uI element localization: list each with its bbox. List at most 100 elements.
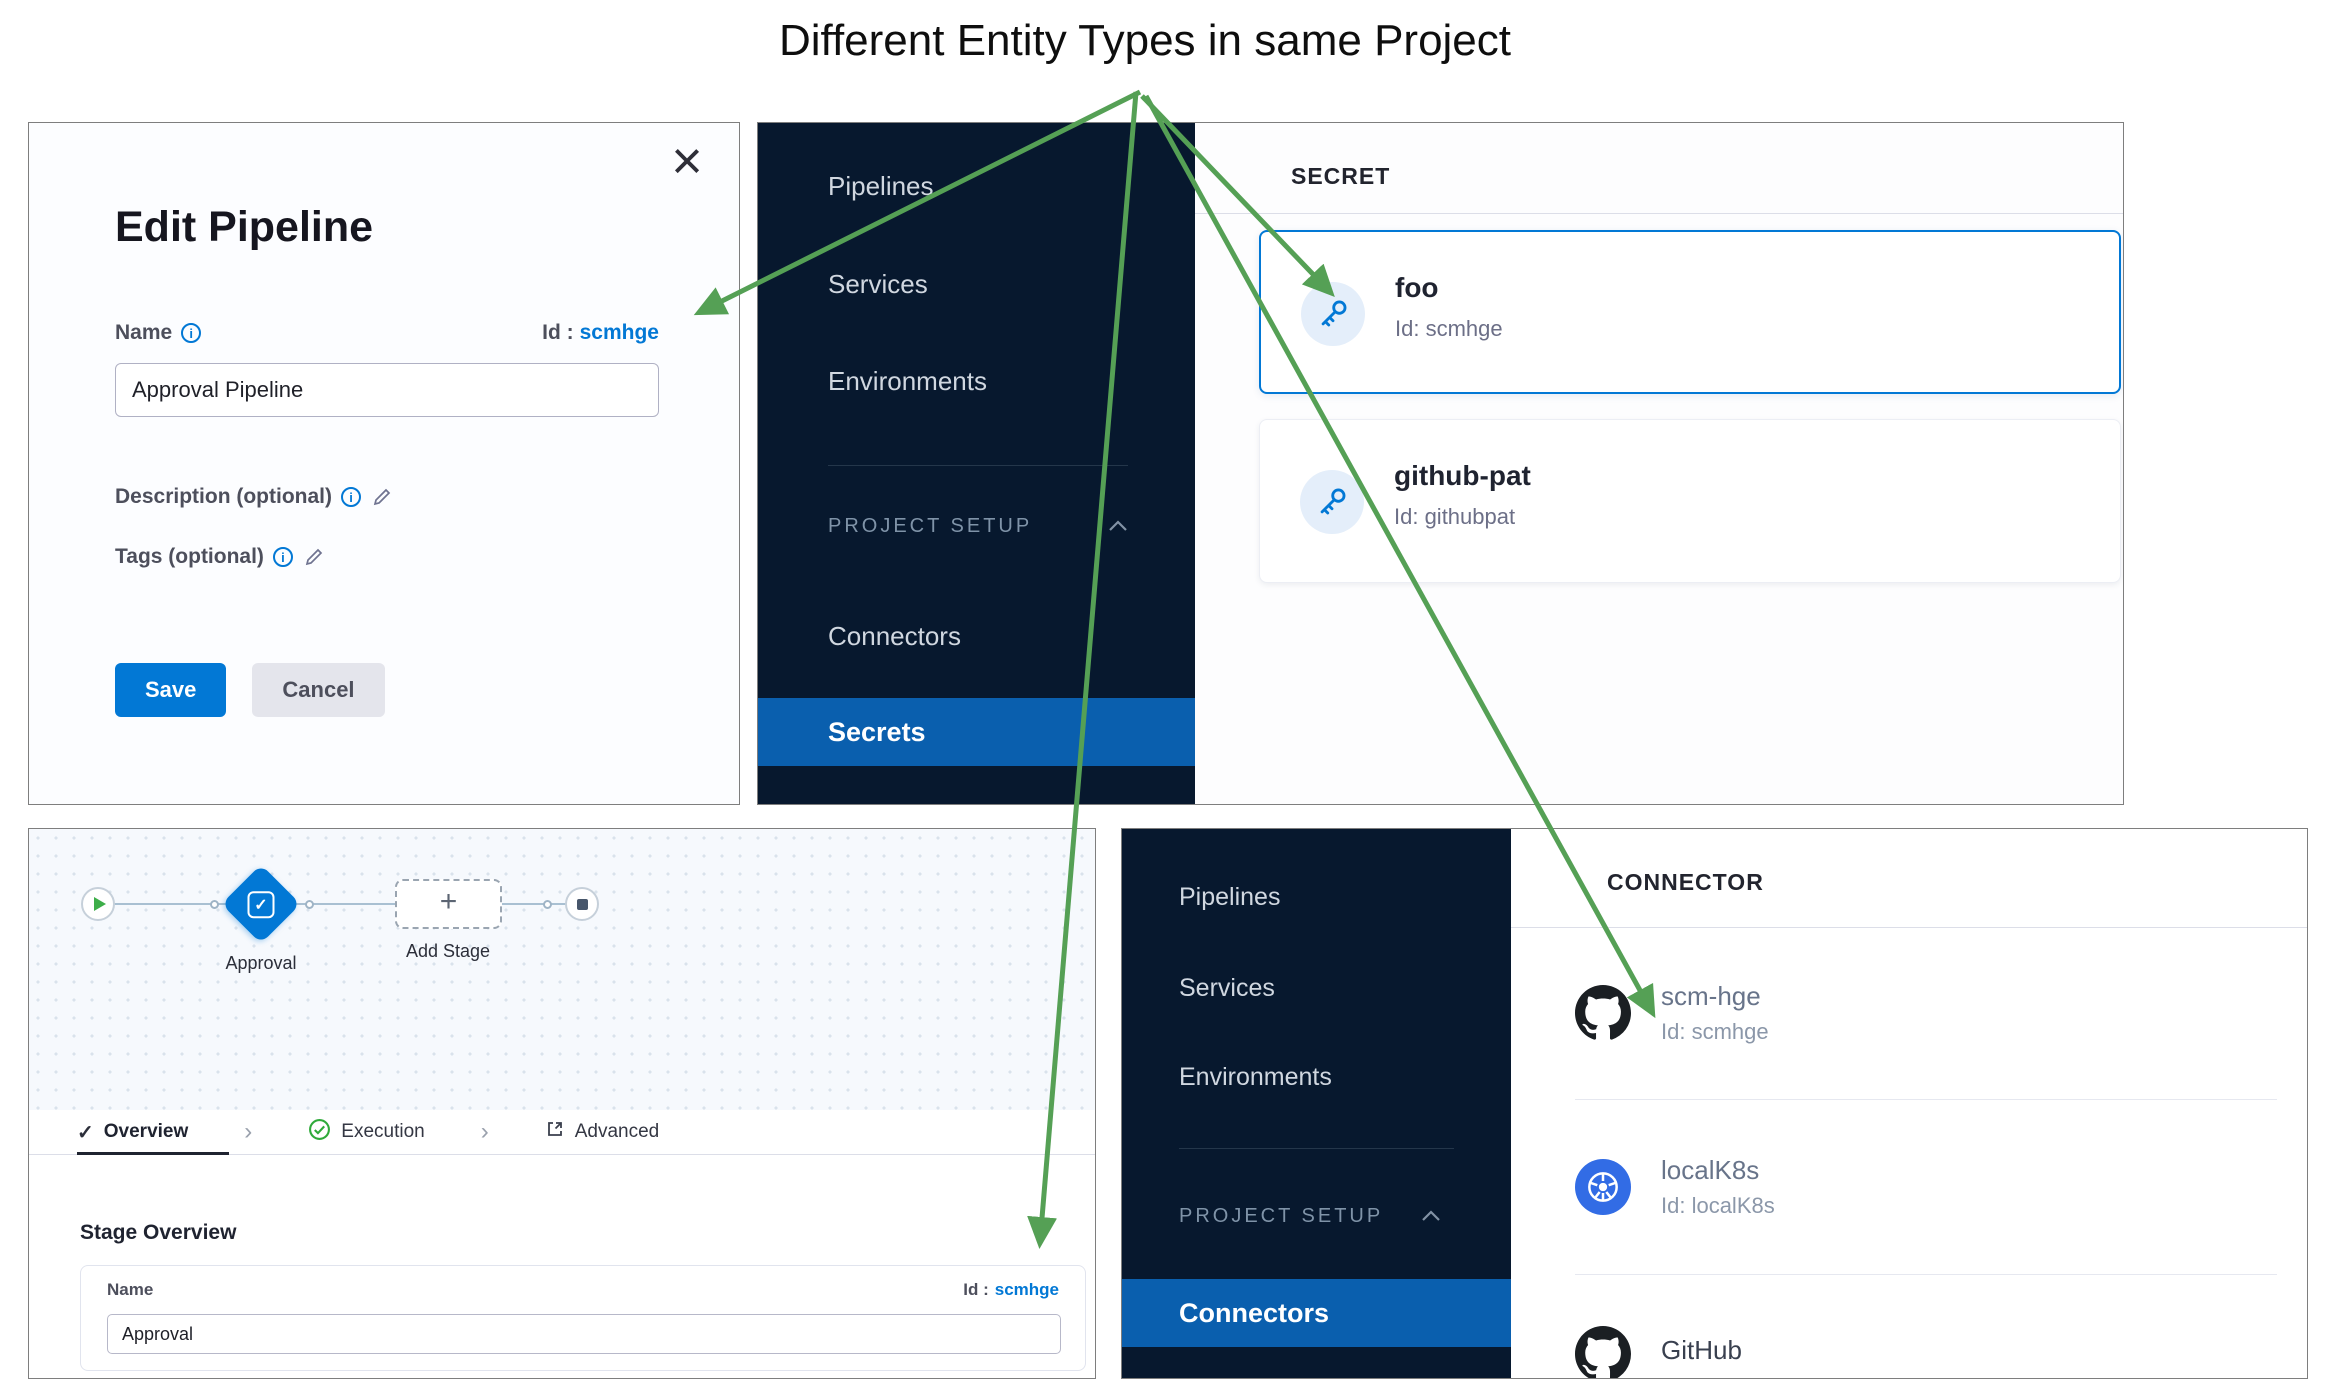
modal-title: Edit Pipeline	[115, 203, 374, 251]
stage-name-label: Name	[107, 1280, 154, 1299]
advanced-icon	[545, 1119, 565, 1145]
approval-stage-icon	[247, 890, 275, 918]
name-field-row: Name Id :scmhge	[115, 321, 659, 345]
modal-buttons: Save Cancel	[115, 663, 385, 717]
project-setup-label: PROJECT SETUP	[828, 515, 1033, 537]
connector-texts: scm-hge Id: scmhge	[1661, 981, 1769, 1045]
stop-icon[interactable]	[565, 887, 599, 921]
project-setup-label: PROJECT SETUP	[1179, 1205, 1384, 1227]
link-dot	[305, 900, 314, 909]
secrets-main: SECRET foo Id: scmhge	[1195, 123, 2123, 804]
header-divider	[1511, 927, 2307, 928]
stage-id: Id : scmhge	[963, 1280, 1059, 1300]
connector-row-scm-hge[interactable]: scm-hge Id: scmhge	[1575, 927, 2277, 1099]
connector-id: Id: scmhge	[1661, 1019, 1769, 1044]
cancel-button[interactable]: Cancel	[252, 663, 385, 717]
flow-line	[113, 903, 568, 905]
tab-execution-label: Execution	[341, 1121, 425, 1142]
sidebar-item-services[interactable]: Services	[828, 269, 928, 299]
sidebar: Pipelines Services Environments PROJECT …	[758, 123, 1195, 804]
check-circle-icon	[308, 1118, 331, 1147]
secret-name: github-pat	[1394, 460, 1531, 491]
stage-editor-panel: Approval Add Stage Overview Execution	[28, 828, 1096, 1379]
secret-card-github-pat[interactable]: github-pat Id: githubpat	[1259, 419, 2121, 583]
connector-texts: GitHub	[1661, 1335, 1742, 1373]
id-link[interactable]: scmhge	[994, 1280, 1059, 1299]
stage-name-row: Name Id : scmhge	[107, 1280, 1059, 1300]
sidebar-item-secrets-active[interactable]: Secrets	[758, 698, 1195, 766]
tab-overview[interactable]: Overview	[77, 1120, 189, 1145]
sidebar-section-project-setup[interactable]: PROJECT SETUP	[1179, 1205, 1441, 1228]
secret-card-foo[interactable]: foo Id: scmhge	[1259, 230, 2121, 394]
connector-row-localk8s[interactable]: localK8s Id: localK8s	[1575, 1099, 2277, 1274]
chevron-up-icon	[1421, 1205, 1441, 1228]
add-stage-button[interactable]	[395, 879, 502, 929]
connector-id: Id: localK8s	[1661, 1192, 1775, 1218]
sidebar-item-environments[interactable]: Environments	[828, 366, 987, 396]
pipeline-name-input[interactable]	[115, 363, 659, 417]
sidebar-item-connectors[interactable]: Connectors	[828, 621, 961, 651]
chevron-right-icon	[244, 1118, 252, 1146]
save-button[interactable]: Save	[115, 663, 227, 717]
sidebar-section-project-setup[interactable]: PROJECT SETUP	[828, 515, 1128, 538]
tab-advanced[interactable]: Advanced	[545, 1119, 660, 1145]
pipeline-id: Id :scmhge	[542, 321, 659, 345]
key-icon	[1301, 282, 1365, 346]
id-label: Id :	[963, 1280, 989, 1299]
sidebar-item-services[interactable]: Services	[1179, 974, 1275, 1002]
info-icon[interactable]	[341, 487, 361, 507]
tab-execution[interactable]: Execution	[308, 1118, 425, 1147]
tags-label: Tags (optional)	[115, 545, 264, 568]
sidebar-item-pipelines[interactable]: Pipelines	[828, 171, 934, 201]
approval-stage-label: Approval	[225, 953, 297, 973]
id-link[interactable]: scmhge	[579, 321, 659, 344]
id-label: Id :	[542, 321, 574, 344]
check-icon	[77, 1120, 94, 1145]
secret-id: Id: githubpat	[1394, 504, 1516, 529]
sidebar-item-pipelines[interactable]: Pipelines	[1179, 883, 1281, 911]
stage-tabs: Overview Execution Advanced	[29, 1110, 1095, 1155]
tab-overview-label: Overview	[103, 1121, 189, 1142]
sidebar-item-connectors-active[interactable]: Connectors	[1122, 1279, 1511, 1347]
info-icon[interactable]	[272, 547, 293, 567]
sidebar: Pipelines Services Environments PROJECT …	[1122, 829, 1511, 1378]
edit-pencil-icon[interactable]	[304, 547, 324, 567]
chevron-up-icon	[1108, 515, 1128, 538]
active-tab-indicator	[77, 1152, 229, 1155]
connector-name: localK8s	[1661, 1154, 1760, 1185]
sidebar-item-environments[interactable]: Environments	[1179, 1063, 1332, 1091]
secret-id: Id: scmhge	[1395, 316, 1503, 341]
approval-stage-node[interactable]	[221, 864, 301, 944]
stage-overview-heading: Stage Overview	[80, 1221, 237, 1244]
name-label-group: Name	[115, 321, 202, 345]
link-dot	[543, 900, 552, 909]
description-row: Description (optional)	[115, 485, 392, 509]
connectors-main: CONNECTOR scm-hge Id: scmhge	[1511, 829, 2307, 1378]
stage-overview-card: Name Id : scmhge	[80, 1265, 1086, 1371]
sidebar-divider	[1179, 1148, 1454, 1149]
link-dot	[210, 900, 219, 909]
close-icon[interactable]	[665, 141, 709, 185]
github-icon	[1575, 985, 1631, 1041]
tab-advanced-label: Advanced	[574, 1121, 660, 1142]
secret-name: foo	[1395, 272, 1439, 303]
caption-title: Different Entity Types in same Project	[778, 16, 1512, 65]
info-icon[interactable]	[181, 323, 202, 343]
kubernetes-icon	[1575, 1158, 1631, 1215]
connector-texts: localK8s Id: localK8s	[1661, 1155, 1775, 1219]
stage-name-input[interactable]	[107, 1314, 1061, 1354]
sidebar-divider	[828, 465, 1128, 466]
add-stage-label: Add Stage	[405, 941, 491, 961]
edit-pencil-icon[interactable]	[372, 487, 392, 507]
secret-list-header: SECRET	[1291, 163, 1391, 189]
connector-name: scm-hge	[1661, 981, 1761, 1011]
github-icon	[1575, 1326, 1631, 1378]
tags-row: Tags (optional)	[115, 545, 324, 569]
play-icon[interactable]	[81, 887, 115, 921]
secrets-page-panel: Pipelines Services Environments PROJECT …	[757, 122, 2124, 805]
header-divider	[1195, 213, 2123, 214]
connector-row-github[interactable]: GitHub	[1575, 1274, 2277, 1378]
name-label: Name	[115, 321, 173, 344]
connector-list-header: CONNECTOR	[1607, 869, 1764, 895]
